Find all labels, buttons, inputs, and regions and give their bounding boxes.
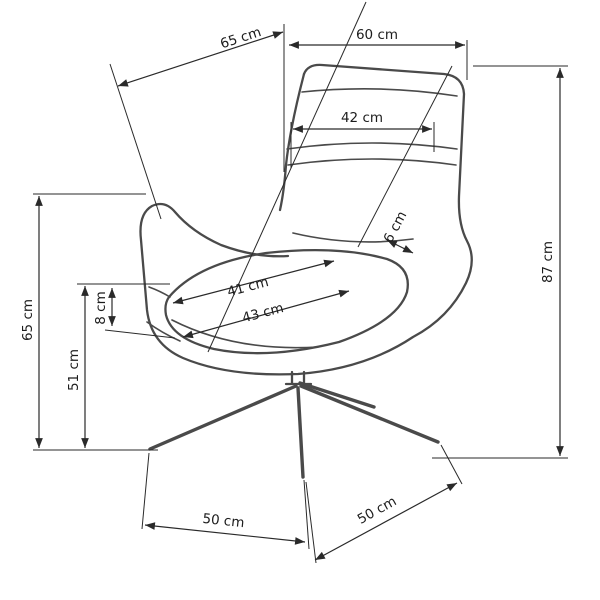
leg-right [299,384,440,444]
dimension-seat-height: 51 cm [66,283,170,448]
cushion-side-bottom [146,321,181,342]
headrest-seam [301,88,458,97]
chair-drawing [139,63,473,479]
dimension-seat-depth: 41 cm [172,259,335,305]
chair-shell-outline [139,63,473,376]
dimension-backrest-thickness: 6 cm [207,1,453,353]
dimension-base-depth: 50 cm [305,444,463,564]
extension-line [357,65,453,248]
dimension-overall-width: 60 cm [289,27,468,80]
dimension-label: 50 cm [355,493,400,527]
lumbar-band-top [286,142,458,150]
extension-line [104,329,176,339]
extension-line [303,479,310,550]
dimension-label: 51 cm [66,349,82,391]
backrest-left-edge [278,72,306,212]
dimension-label: 42 cm [341,110,383,126]
dimension-line [144,522,306,545]
dimension-label: 65 cm [218,24,263,52]
lumbar-band-bottom [287,158,457,166]
dimension-label: 43 cm [241,300,286,326]
extension-line [440,444,463,485]
dimension-line [386,239,414,254]
dimension-line [182,289,350,339]
dimension-label: 8 cm [93,291,109,324]
leg-back [298,381,376,409]
dimension-label: 60 cm [356,27,398,43]
dimension-overall-depth: 65 cm [109,24,285,220]
dimension-base-width: 50 cm [141,452,310,550]
dimension-backrest-width: 42 cm [290,110,435,168]
extension-line [109,63,162,220]
dimension-seat-width: 43 cm [182,289,350,339]
cushion-side-top [148,286,171,298]
dimension-line [314,482,458,561]
dimension-line [117,31,284,87]
leg-left [148,384,298,451]
extension-line [305,481,317,564]
dimension-cushion-height: 8 cm [93,288,176,339]
extension-line [141,452,150,530]
dimension-label: 65 cm [20,299,36,341]
dimension-armrest-height: 65 cm [20,193,158,451]
leg-front [296,386,305,479]
seat-cushion-outline [164,248,409,355]
dimension-label: 41 cm [226,274,271,300]
dimension-label: 87 cm [540,241,556,283]
dimension-total-height: 87 cm [432,65,568,459]
dimension-label: 50 cm [202,511,245,531]
